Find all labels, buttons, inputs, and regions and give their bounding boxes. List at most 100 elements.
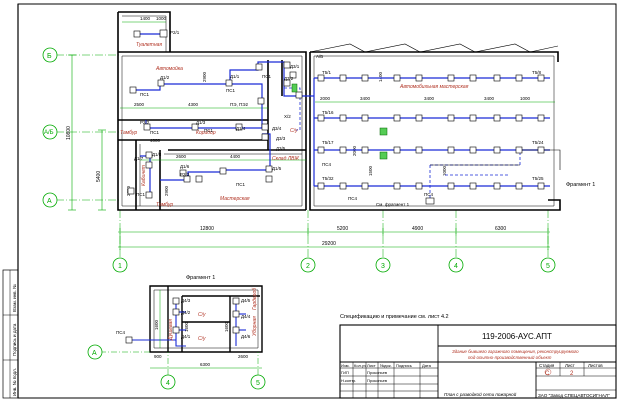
svg-text:ПС4: ПС4 [424,192,433,197]
svg-text:Прокопьев: Прокопьев [367,378,387,383]
svg-text:Д3/5: Д3/5 [276,146,286,151]
project-desc-line-2: под опытно-производственный объект [468,355,552,360]
svg-text:А: А [92,350,97,357]
svg-text:Д1/8: Д1/8 [152,152,162,157]
axis-marker-5: 5 [540,257,556,273]
room-master: Мастерская [220,196,250,202]
svg-text:Прокопьев: Прокопьев [367,370,387,375]
svg-text:ПС1: ПС1 [140,92,149,97]
room-labels: Туалетная Автомойка Коридор Автомобильна… [120,42,469,208]
svg-text:1000: 1000 [442,165,447,176]
svg-text:Т5/16: Т5/16 [322,110,334,115]
svg-text:3400: 3400 [424,96,435,101]
fragment-device-labels: Д4/3 Д4/2 Д4/1 Д4/5 Д4/4 Д4/6 ПС4 [116,298,251,339]
svg-text:ПС1: ПС1 [262,74,271,79]
axis-marker-ab: А/Б [42,124,58,140]
svg-text:Д4/2: Д4/2 [181,310,191,315]
svg-text:3400: 3400 [484,96,495,101]
svg-text:4000: 4000 [150,138,161,143]
svg-text:1600: 1600 [154,319,159,330]
vertical-dimensions [68,54,106,211]
svg-text:3: 3 [381,263,385,270]
svg-text:Д4/4: Д4/4 [241,314,251,319]
svg-text:5: 5 [546,263,550,270]
svg-text:ПС1: ПС1 [236,182,245,187]
svg-text:1500: 1500 [368,165,373,176]
svg-text:2600: 2600 [238,354,249,359]
svg-text:С: С [545,371,550,377]
svg-text:С/у: С/у [198,312,206,318]
svg-text:Н.контр.: Н.контр. [341,378,356,383]
left-stamp-label-1: Инв. № подл. [12,368,17,396]
svg-text:1400: 1400 [140,16,151,21]
room-toilet: Туалетная [136,42,162,48]
room-tambour-2: Тамбур [156,202,173,208]
sheet-values: С 2 [544,368,574,377]
svg-text:5: 5 [256,380,260,387]
svg-text:ПС4: ПС4 [116,330,125,335]
svg-text:Д3/1: Д3/1 [290,64,300,69]
drawing-name: План с разводкой сети пожарной [444,391,517,397]
svg-text:Д1/1: Д1/1 [230,74,240,79]
dim-5200: 5200 [337,226,348,232]
room-garage: Автомойка [155,65,183,72]
company-name: ЗАО "Завод СПЕЦАВТОСИГНАЛ" [538,393,610,398]
svg-text:А: А [47,198,52,205]
svg-text:ПС4: ПС4 [322,162,331,167]
svg-text:С/у: С/у [198,336,206,342]
fragment-title: Фрагмент 1 [186,275,215,281]
svg-text:1000: 1000 [520,96,531,101]
svg-text:Р2/2: Р2/2 [140,120,150,125]
svg-text:Подпись: Подпись [396,363,412,368]
spec-note: Спецификацию и примечание см. лист 4.2 [340,314,449,320]
svg-text:Д1/4: Д1/4 [236,126,246,131]
svg-text:Д1/2: Д1/2 [160,75,170,80]
svg-text:Т5/32: Т5/32 [322,176,334,181]
svg-text:4300: 4300 [188,102,199,107]
project-desc-line-1: Здание бывшего гаражного помещения, реко… [452,349,579,354]
svg-text:Изм.: Изм. [341,363,350,368]
svg-text:1: 1 [118,263,122,270]
svg-text:ПЭ, ПЭ2: ПЭ, ПЭ2 [230,102,248,107]
svg-text:2: 2 [570,371,574,377]
svg-text:Стадия: Стадия [539,363,555,368]
room-tambour-1: Тамбур [120,130,137,136]
svg-text:Т5/25: Т5/25 [532,176,544,181]
device-boxes [127,29,545,205]
axis-marker-1: 1 [112,257,128,273]
axis-marker-3: 3 [375,257,391,273]
svg-text:ПС1: ПС1 [226,88,235,93]
room-workshop: Автомобильная мастерская [399,84,469,90]
svg-text:2500: 2500 [134,102,145,107]
inner-dimensions [120,21,555,161]
fragment-axis-5: 5 [250,374,266,390]
svg-text:Т5/1: Т5/1 [322,70,332,75]
fragment-dimension-labels: 6300 1600 1600 1600 900 2600 [154,319,249,367]
fragment-dimensions [100,290,262,375]
fragment-wiring [130,300,246,347]
svg-text:Б: Б [47,53,52,60]
svg-text:Т5/17: Т5/17 [322,140,334,145]
svg-text:4: 4 [454,263,458,270]
svg-text:ПС1: ПС1 [204,128,213,133]
fire-alarm-wiring [134,33,550,196]
dim-12800: 12800 [200,226,214,232]
fragment-room-labels: С/у С/у Душевая Уборная Гардероб [168,288,258,342]
svg-text:Душевая: Душевая [168,319,174,341]
fragment-1-ref-label: Фрагмент 1 [566,182,595,188]
fragment-axis-4: 4 [160,374,176,390]
inner-dimension-labels: 2500 4300 4000 2600 4400 2000 3400 3400 … [126,16,531,196]
fragment-1-bracket [430,149,561,170]
svg-text:Р2/1: Р2/1 [170,30,180,35]
svg-text:А/Б: А/Б [316,54,323,59]
svg-text:№док.: №док. [380,363,392,368]
svg-text:Д1/6: Д1/6 [180,164,190,169]
axis-marker-4: 4 [448,257,464,273]
axis-marker-a: А [42,192,58,208]
svg-text:2900: 2900 [164,185,169,196]
room-corridor: Коридор [196,130,216,136]
left-stamp: Инв. № подл. Подпись и дата Взам. инв. № [2,269,19,399]
svg-text:2000: 2000 [320,96,331,101]
axis-marker-2: 2 [300,257,316,273]
svg-text:ПС1: ПС1 [150,130,159,135]
